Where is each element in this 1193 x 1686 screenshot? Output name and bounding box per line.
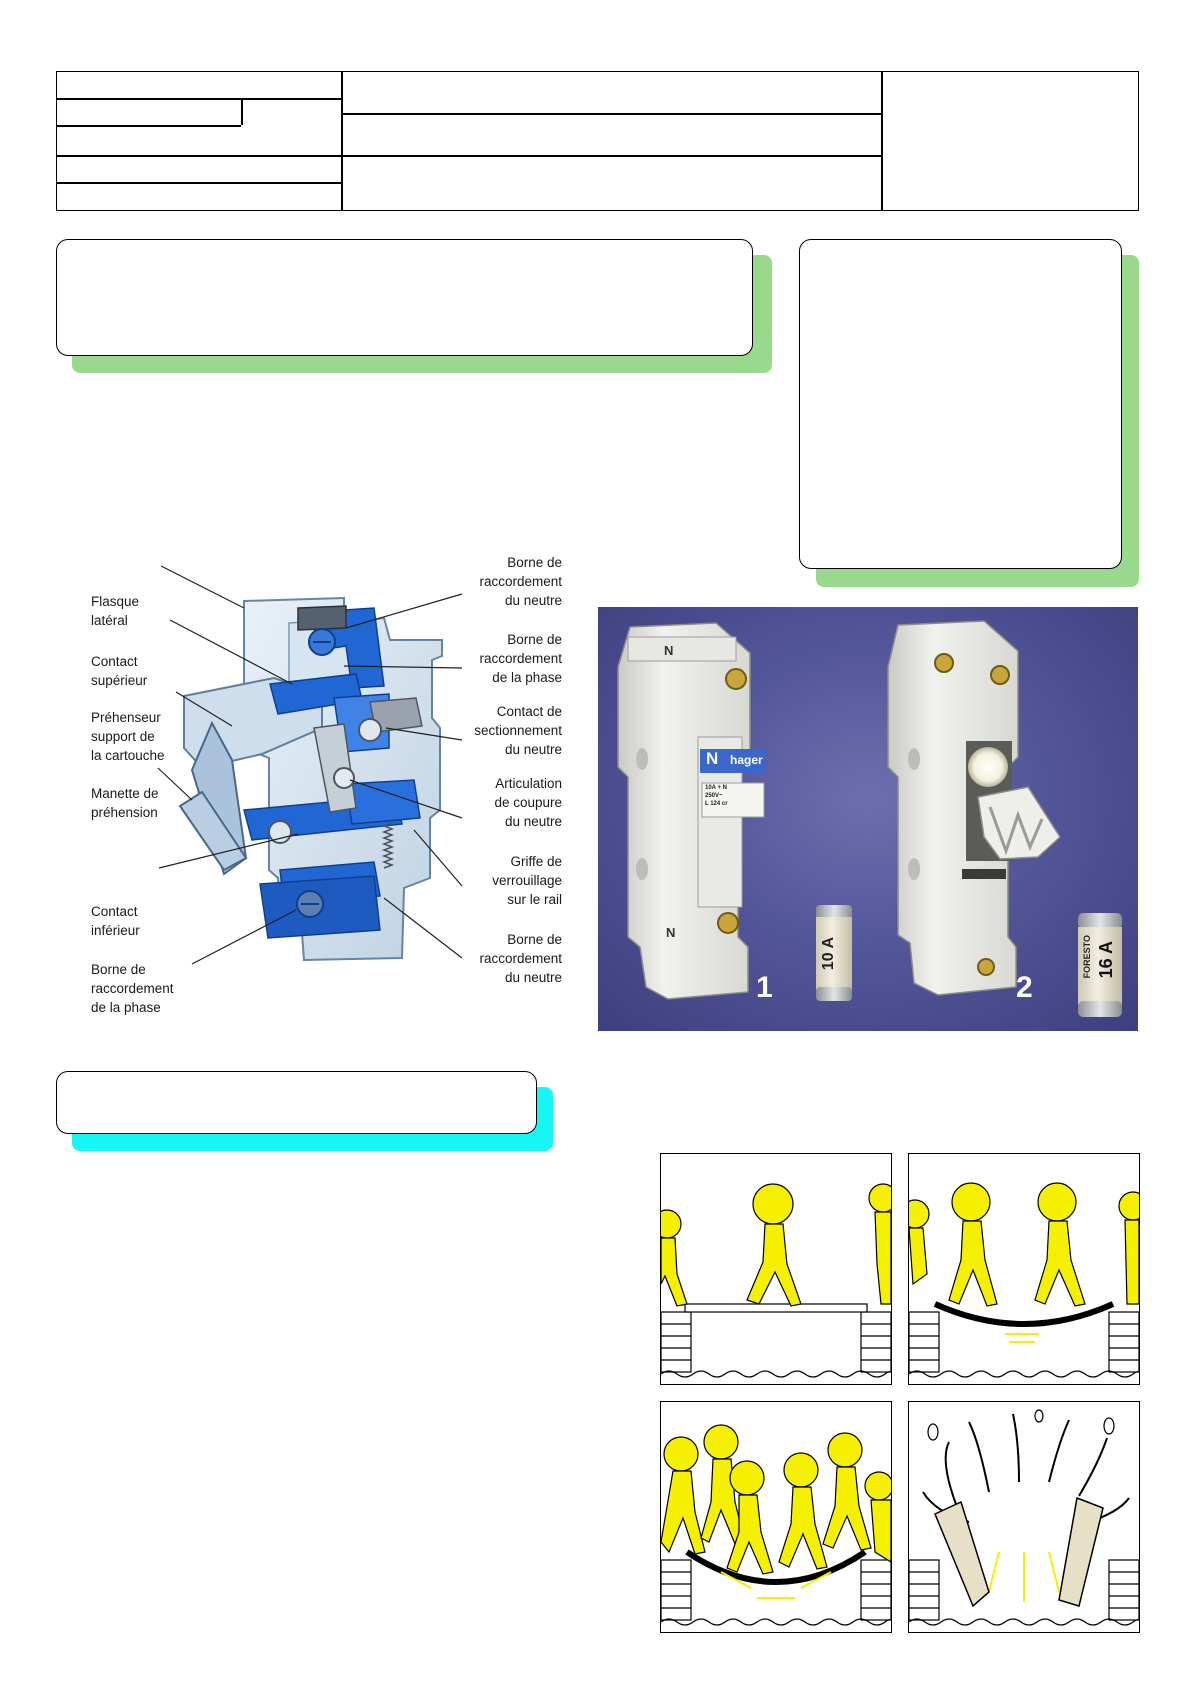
header-cell-right [883, 72, 1139, 210]
comic-panel-2 [908, 1153, 1140, 1385]
cutaway-illustration [157, 565, 463, 965]
section-box [56, 1071, 537, 1134]
side-box [799, 239, 1122, 569]
photo-number-2: 2 [1016, 971, 1033, 1004]
header-cell-top-left [57, 72, 341, 98]
holder-1-n-bottom: N [666, 925, 676, 940]
holder-1-n-badge: N [706, 749, 719, 768]
photo-illustration [617, 620, 1122, 1017]
comic-panel-3 [660, 1401, 892, 1633]
header-grid [56, 71, 1139, 211]
fuse-analogy-comic [660, 1153, 1140, 1633]
holder-1-brand: hager [730, 753, 763, 767]
photo-number-1: 1 [756, 971, 773, 1004]
holder-1-n-marking: N [664, 643, 674, 658]
fuse-2-brand: FORESTO [1082, 935, 1092, 979]
comic-panel-4 [908, 1401, 1140, 1633]
comic-panel-1 [660, 1153, 892, 1385]
header-cell-title [342, 72, 881, 113]
title-frame [56, 239, 772, 373]
section-frame [56, 1071, 553, 1151]
fuse-1-rating: 10 A [820, 937, 837, 971]
fuse-2-rating: 16 A [1096, 941, 1116, 979]
title-box [56, 239, 753, 356]
side-frame [799, 239, 1139, 587]
